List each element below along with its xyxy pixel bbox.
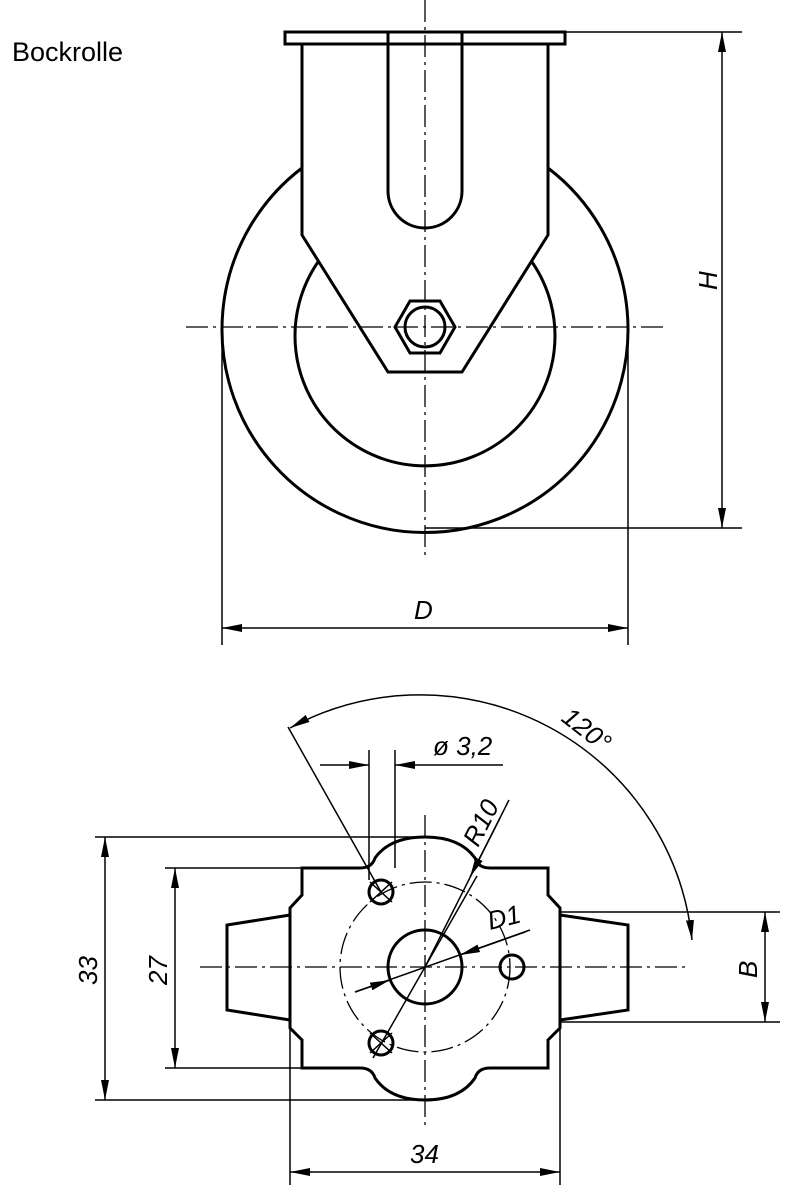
fork-slot [386, 32, 464, 230]
dim-bore: D1 [484, 899, 524, 936]
bottom-view: 120° ø 3,2 R10 D1 33 27 B 34 [73, 694, 780, 1185]
side-view: H D [186, 0, 742, 645]
dim-d: D [414, 595, 433, 625]
dim-hub: B [733, 961, 763, 978]
dim-angle: 120° [556, 701, 617, 758]
axle-nut [393, 299, 457, 355]
dim-h: H [693, 271, 723, 290]
dim-width: 34 [410, 1139, 439, 1169]
dim-inner-height: 27 [143, 955, 173, 986]
bolt-hole [367, 1029, 395, 1057]
dim-arc-angle [289, 694, 694, 941]
dim-outer-height: 33 [73, 956, 103, 985]
dim-hole: ø 3,2 [433, 731, 493, 761]
title: Bockrolle [12, 37, 123, 67]
